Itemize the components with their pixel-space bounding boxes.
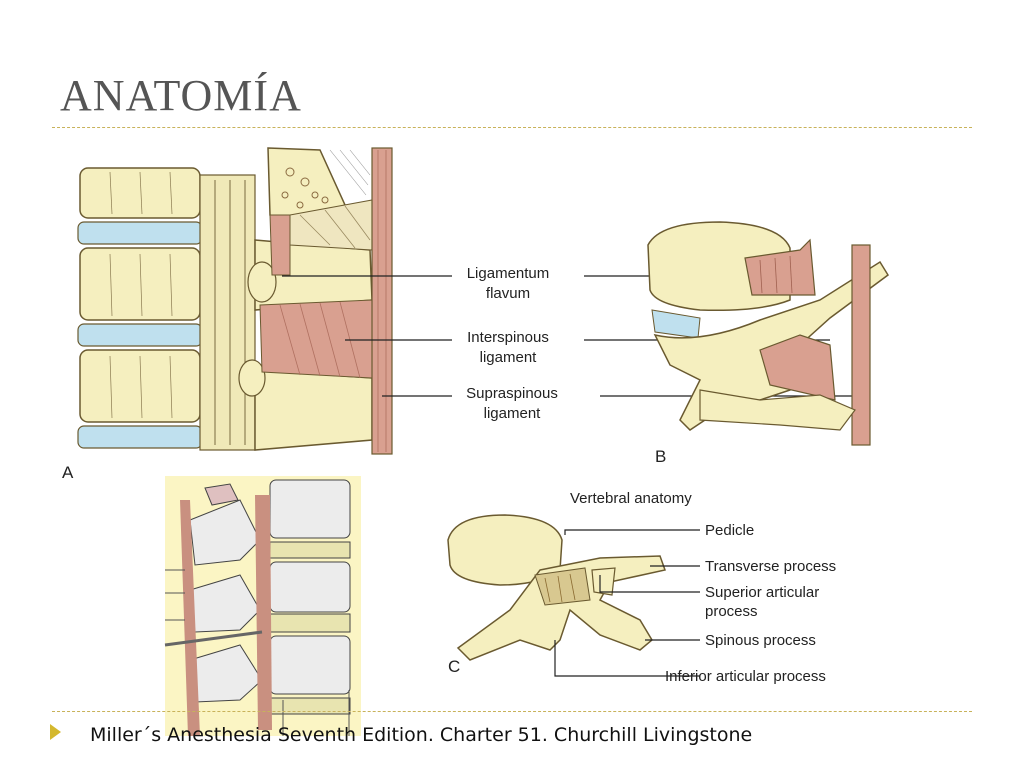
label-spinous-process: Spinous process <box>705 632 816 649</box>
label-pedicle: Pedicle <box>705 522 754 539</box>
inset-sagittal-illustration <box>164 476 361 736</box>
label-transverse-process: Transverse process <box>705 558 836 575</box>
panel-b-label: B <box>655 447 666 466</box>
panel-c-labels: Pedicle Transverse process Superior arti… <box>448 522 836 685</box>
top-divider <box>52 127 972 128</box>
panel-a-illustration <box>77 147 452 455</box>
panel-b-illustration <box>647 221 889 446</box>
panel-a-labels: Ligamentum flavum Interspinous ligament … <box>62 265 558 482</box>
label-supraspinous-2: ligament <box>484 405 542 422</box>
label-interspinous-2: ligament <box>480 349 538 366</box>
label-superior-articular-2: process <box>705 603 758 620</box>
label-superior-articular-1: Superior articular <box>705 584 819 601</box>
label-ligamentum-flavum-2: flavum <box>486 285 530 302</box>
slide-title: ANATOMÍA <box>60 71 302 120</box>
vertebral-anatomy-title: Vertebral anatomy <box>570 490 692 507</box>
citation-text: Miller´s Anesthesia Seventh Edition. Cha… <box>90 724 753 746</box>
bottom-divider <box>52 711 972 712</box>
label-inferior-articular-process: Inferior articular process <box>665 668 826 685</box>
bullet-triangle-icon <box>50 724 61 740</box>
panel-c-illustration <box>447 514 666 661</box>
panel-c-label: C <box>448 657 460 676</box>
panel-a-label: A <box>62 463 74 482</box>
label-interspinous-1: Interspinous <box>467 329 549 346</box>
panel-c-leaders <box>554 529 700 677</box>
label-ligamentum-flavum-1: Ligamentum <box>467 265 550 282</box>
label-supraspinous-1: Supraspinous <box>466 385 558 402</box>
